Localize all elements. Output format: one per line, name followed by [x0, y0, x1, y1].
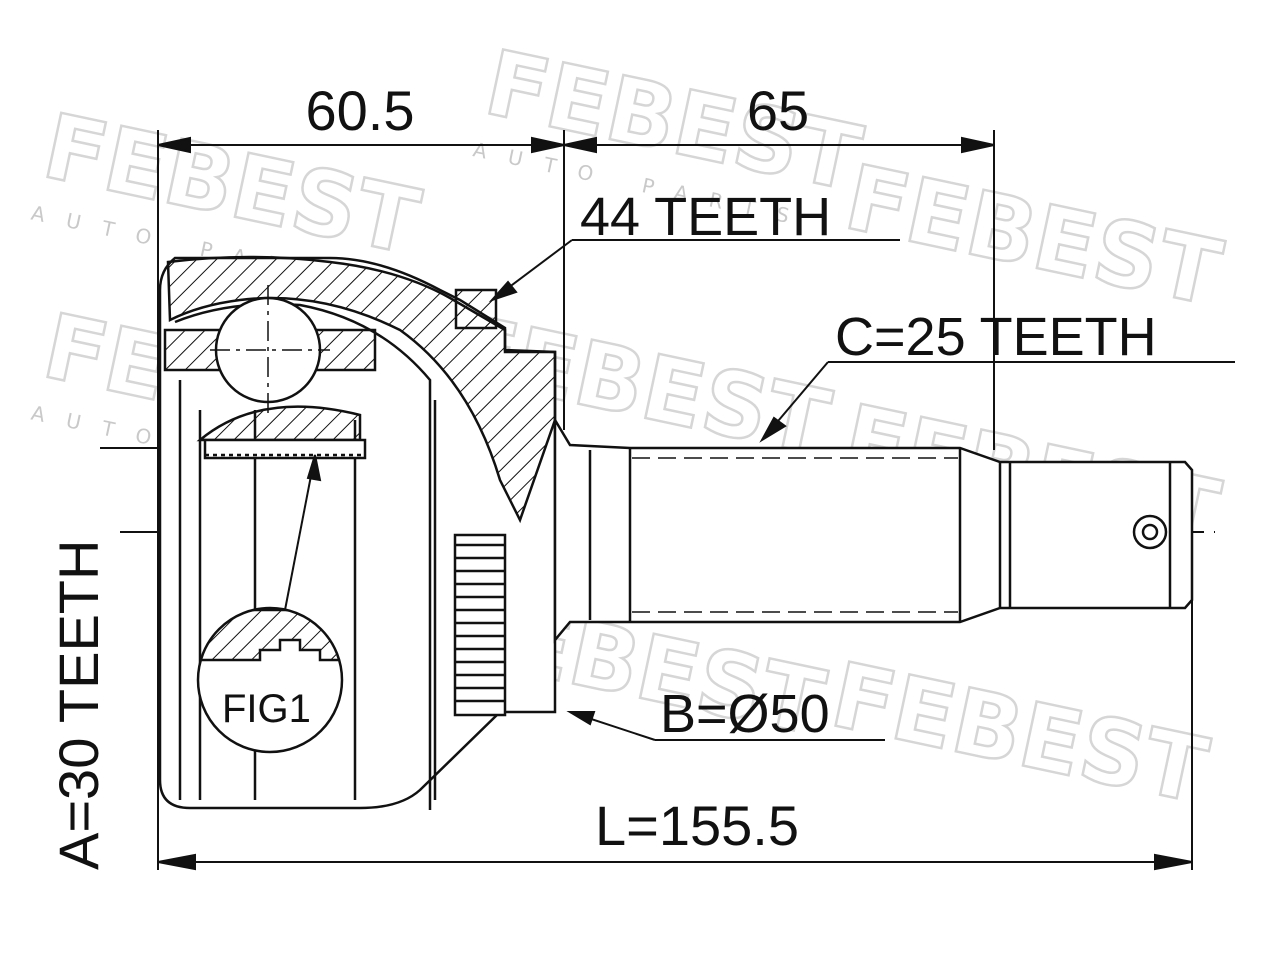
dim-60-5-label: 60.5	[306, 79, 415, 142]
abs-ring-teeth	[455, 543, 505, 703]
outer-teeth-label: 44 TEETH	[580, 187, 831, 247]
inner-race	[196, 405, 367, 460]
ball-bearing	[163, 285, 377, 415]
diameter-b-label: B=Ø50	[660, 684, 830, 744]
watermark-brand: FEBEST	[823, 643, 1216, 825]
spline-a-label: A=30 TEETH	[47, 540, 110, 870]
fig1-label: FIG1	[222, 687, 311, 731]
watermark-brand: FEBEST	[837, 145, 1230, 327]
length-l-label: L=155.5	[595, 794, 799, 857]
leader-lines	[284, 239, 1235, 741]
fig1-detail: FIG1	[196, 606, 344, 754]
dim-65-label: 65	[747, 79, 809, 142]
stub-shaft	[553, 415, 1194, 644]
spline-c-label: C=25 TEETH	[835, 307, 1157, 367]
